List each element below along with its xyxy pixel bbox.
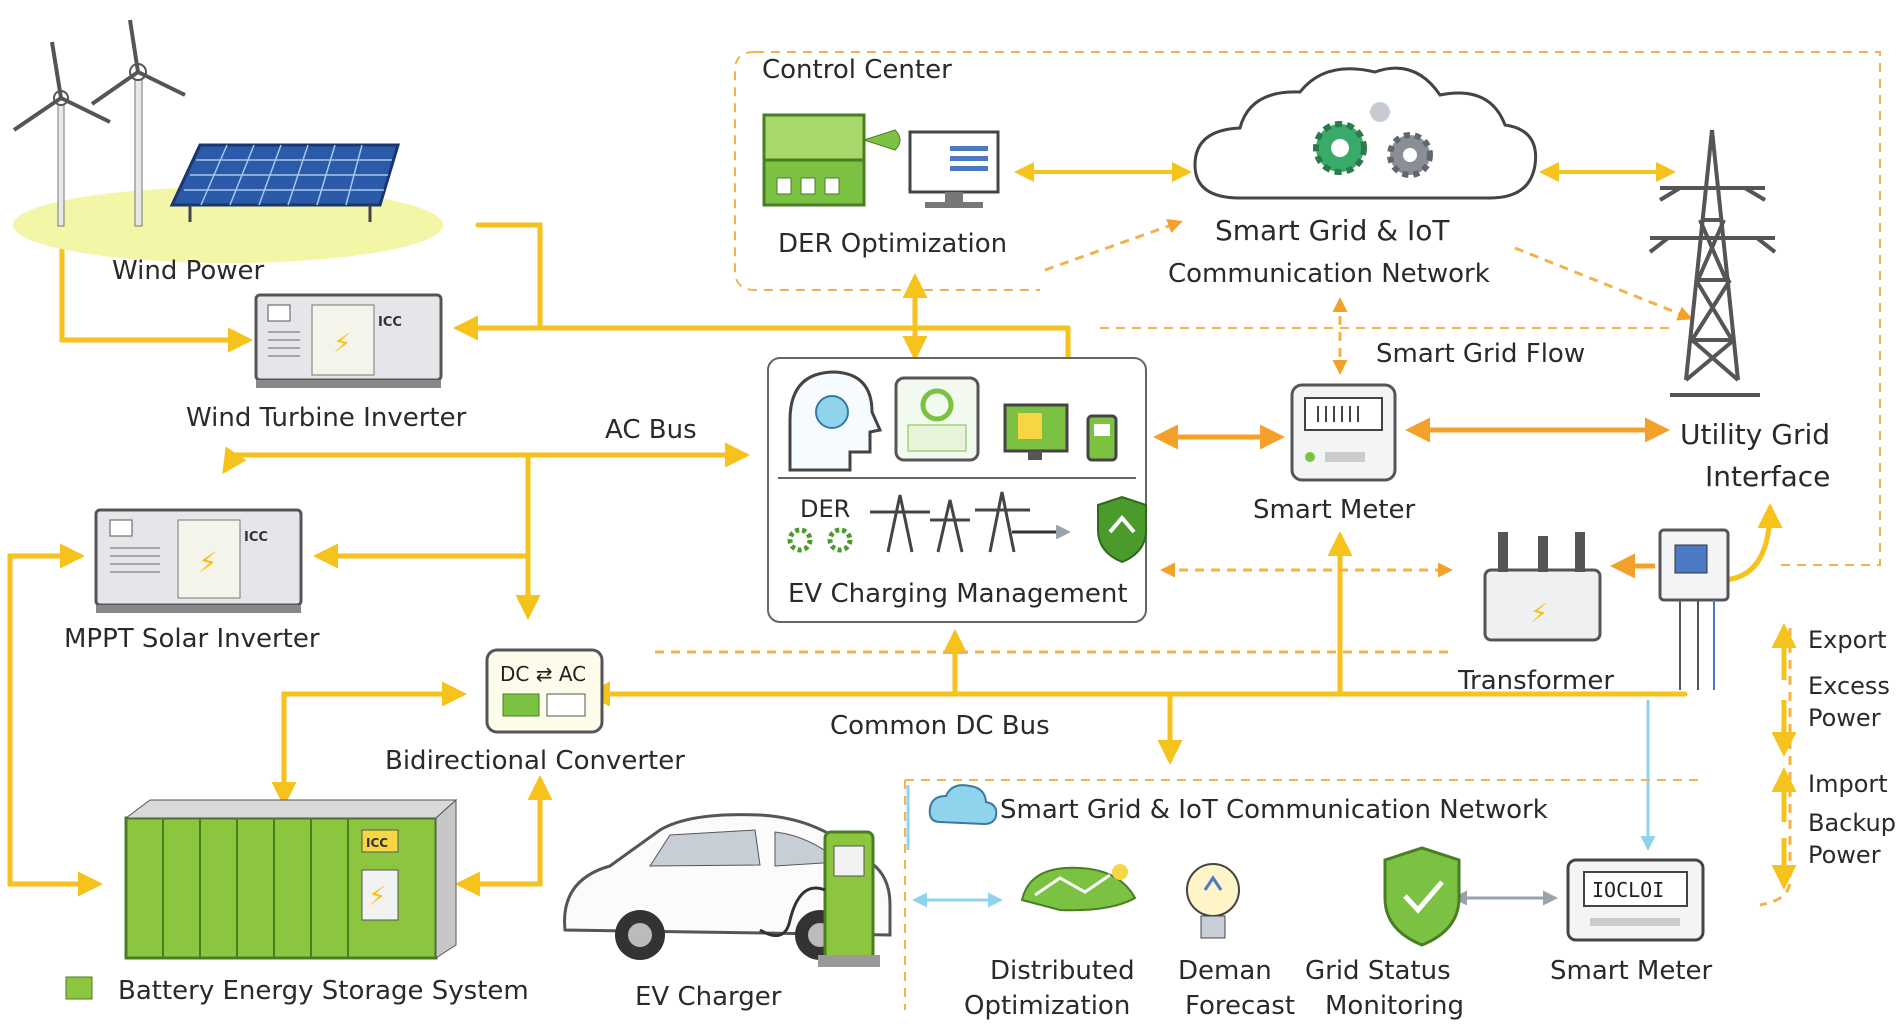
svg-text:⚡: ⚡ <box>198 546 218 579</box>
demand-forecast-label-1: Deman <box>1178 956 1272 986</box>
der-gears-icon <box>787 527 853 553</box>
svg-text:⚡: ⚡ <box>368 882 386 912</box>
grid-status-label-2: Monitoring <box>1325 991 1464 1021</box>
der-optimization-icon <box>762 113 1000 208</box>
shield-icon <box>1097 495 1147 564</box>
wind-power-label: Wind Power <box>112 256 265 286</box>
utility-grid-label-line2: Interface <box>1705 460 1830 493</box>
smart-grid-iot-label-line1: Smart Grid & IoT <box>1215 214 1450 247</box>
ac-bus-label: AC Bus <box>605 415 697 445</box>
iot-panel-boundary <box>904 779 1705 1010</box>
smart-meter-bottom-label: Smart Meter <box>1550 956 1713 986</box>
svg-text:⚡: ⚡ <box>1530 599 1548 629</box>
control-cabinet-icon <box>1658 528 1730 690</box>
legend-excess-2: Power <box>1808 704 1881 732</box>
smart-meter-top-label: Smart Meter <box>1253 495 1416 525</box>
svg-text:ICC: ICC <box>366 836 388 850</box>
grid-status-label-1: Grid Status <box>1305 956 1451 986</box>
distributed-optimization-label-2: Optimization <box>964 991 1130 1021</box>
export-import-legend: Export Excess Power Import Backup Power <box>1771 623 1896 890</box>
der-optimization-label: DER Optimization <box>778 229 1007 259</box>
smart-meter-top-icon <box>1290 383 1397 482</box>
legend-import: Import <box>1808 770 1888 798</box>
svg-text:ICC: ICC <box>244 530 268 545</box>
transformer-icon: ⚡ <box>1483 532 1602 642</box>
smart-meter-bottom-icon: IOCLOI <box>1566 858 1705 942</box>
legend-backup-2: Power <box>1808 841 1881 869</box>
bidirectional-converter-icon: DC ⇄ AC <box>485 648 604 734</box>
distributed-optimization-icon <box>1020 864 1137 912</box>
svg-text:IOCLOI: IOCLOI <box>1592 878 1664 902</box>
iot-cloud-small-icon <box>928 784 998 826</box>
transformer-label: Transformer <box>1457 666 1614 696</box>
battery-storage-label: Battery Energy Storage System <box>118 976 529 1006</box>
ev-charger-station-icon <box>759 830 880 967</box>
bidirectional-converter-label: Bidirectional Converter <box>385 746 685 776</box>
battery-storage-icon: ICC ⚡ <box>124 798 458 960</box>
legend-export: Export <box>1808 626 1887 654</box>
mppt-solar-inverter-icon: ⚡ ICC <box>94 508 303 613</box>
lightbulb-icon <box>1186 863 1240 939</box>
wind-solar-site <box>12 19 443 263</box>
smart-grid-iot-label-line2: Communication Network <box>1168 259 1490 289</box>
ev-charging-mgmt-label: EV Charging Management <box>788 579 1128 609</box>
utility-tower-icon <box>1648 129 1777 397</box>
legend-excess-1: Excess <box>1808 672 1890 700</box>
control-center-title: Control Center <box>762 55 952 85</box>
utility-grid-label-line1: Utility Grid <box>1680 418 1830 451</box>
control-center-boundary <box>734 51 1881 566</box>
battery-legend-icon <box>65 976 93 1000</box>
monitor-icon <box>1003 403 1069 460</box>
mppt-solar-inverter-label: MPPT Solar Inverter <box>64 624 320 654</box>
grid-status-shield-icon <box>1383 846 1461 947</box>
ai-head-icon <box>788 370 883 472</box>
iot-panel-title: Smart Grid & IoT Communication Network <box>1000 795 1548 825</box>
orange-links <box>1153 417 1670 579</box>
iot-cloud-icon <box>1193 66 1538 200</box>
svg-text:DC ⇄ AC: DC ⇄ AC <box>500 662 586 686</box>
wind-turbine-inverter-label: Wind Turbine Inverter <box>186 403 467 433</box>
demand-forecast-label-2: Forecast <box>1185 991 1295 1021</box>
dashed-links <box>655 218 1792 907</box>
ev-charger-label: EV Charger <box>635 982 782 1012</box>
svg-text:⚡: ⚡ <box>333 329 351 359</box>
der-turbines-icon <box>870 491 1030 553</box>
svg-text:ICC: ICC <box>378 315 402 330</box>
common-dc-bus-label: Common DC Bus <box>830 711 1050 741</box>
dashboard-icon <box>894 376 980 462</box>
distributed-optimization-label-1: Distributed <box>990 956 1135 986</box>
wind-turbine-inverter-icon: ⚡ ICC <box>254 293 443 388</box>
smart-grid-flow-label: Smart Grid Flow <box>1376 339 1585 369</box>
der-label: DER <box>800 495 850 523</box>
charger-mini-icon <box>1086 414 1118 462</box>
blue-links <box>906 700 1656 908</box>
legend-backup-1: Backup <box>1808 809 1896 837</box>
